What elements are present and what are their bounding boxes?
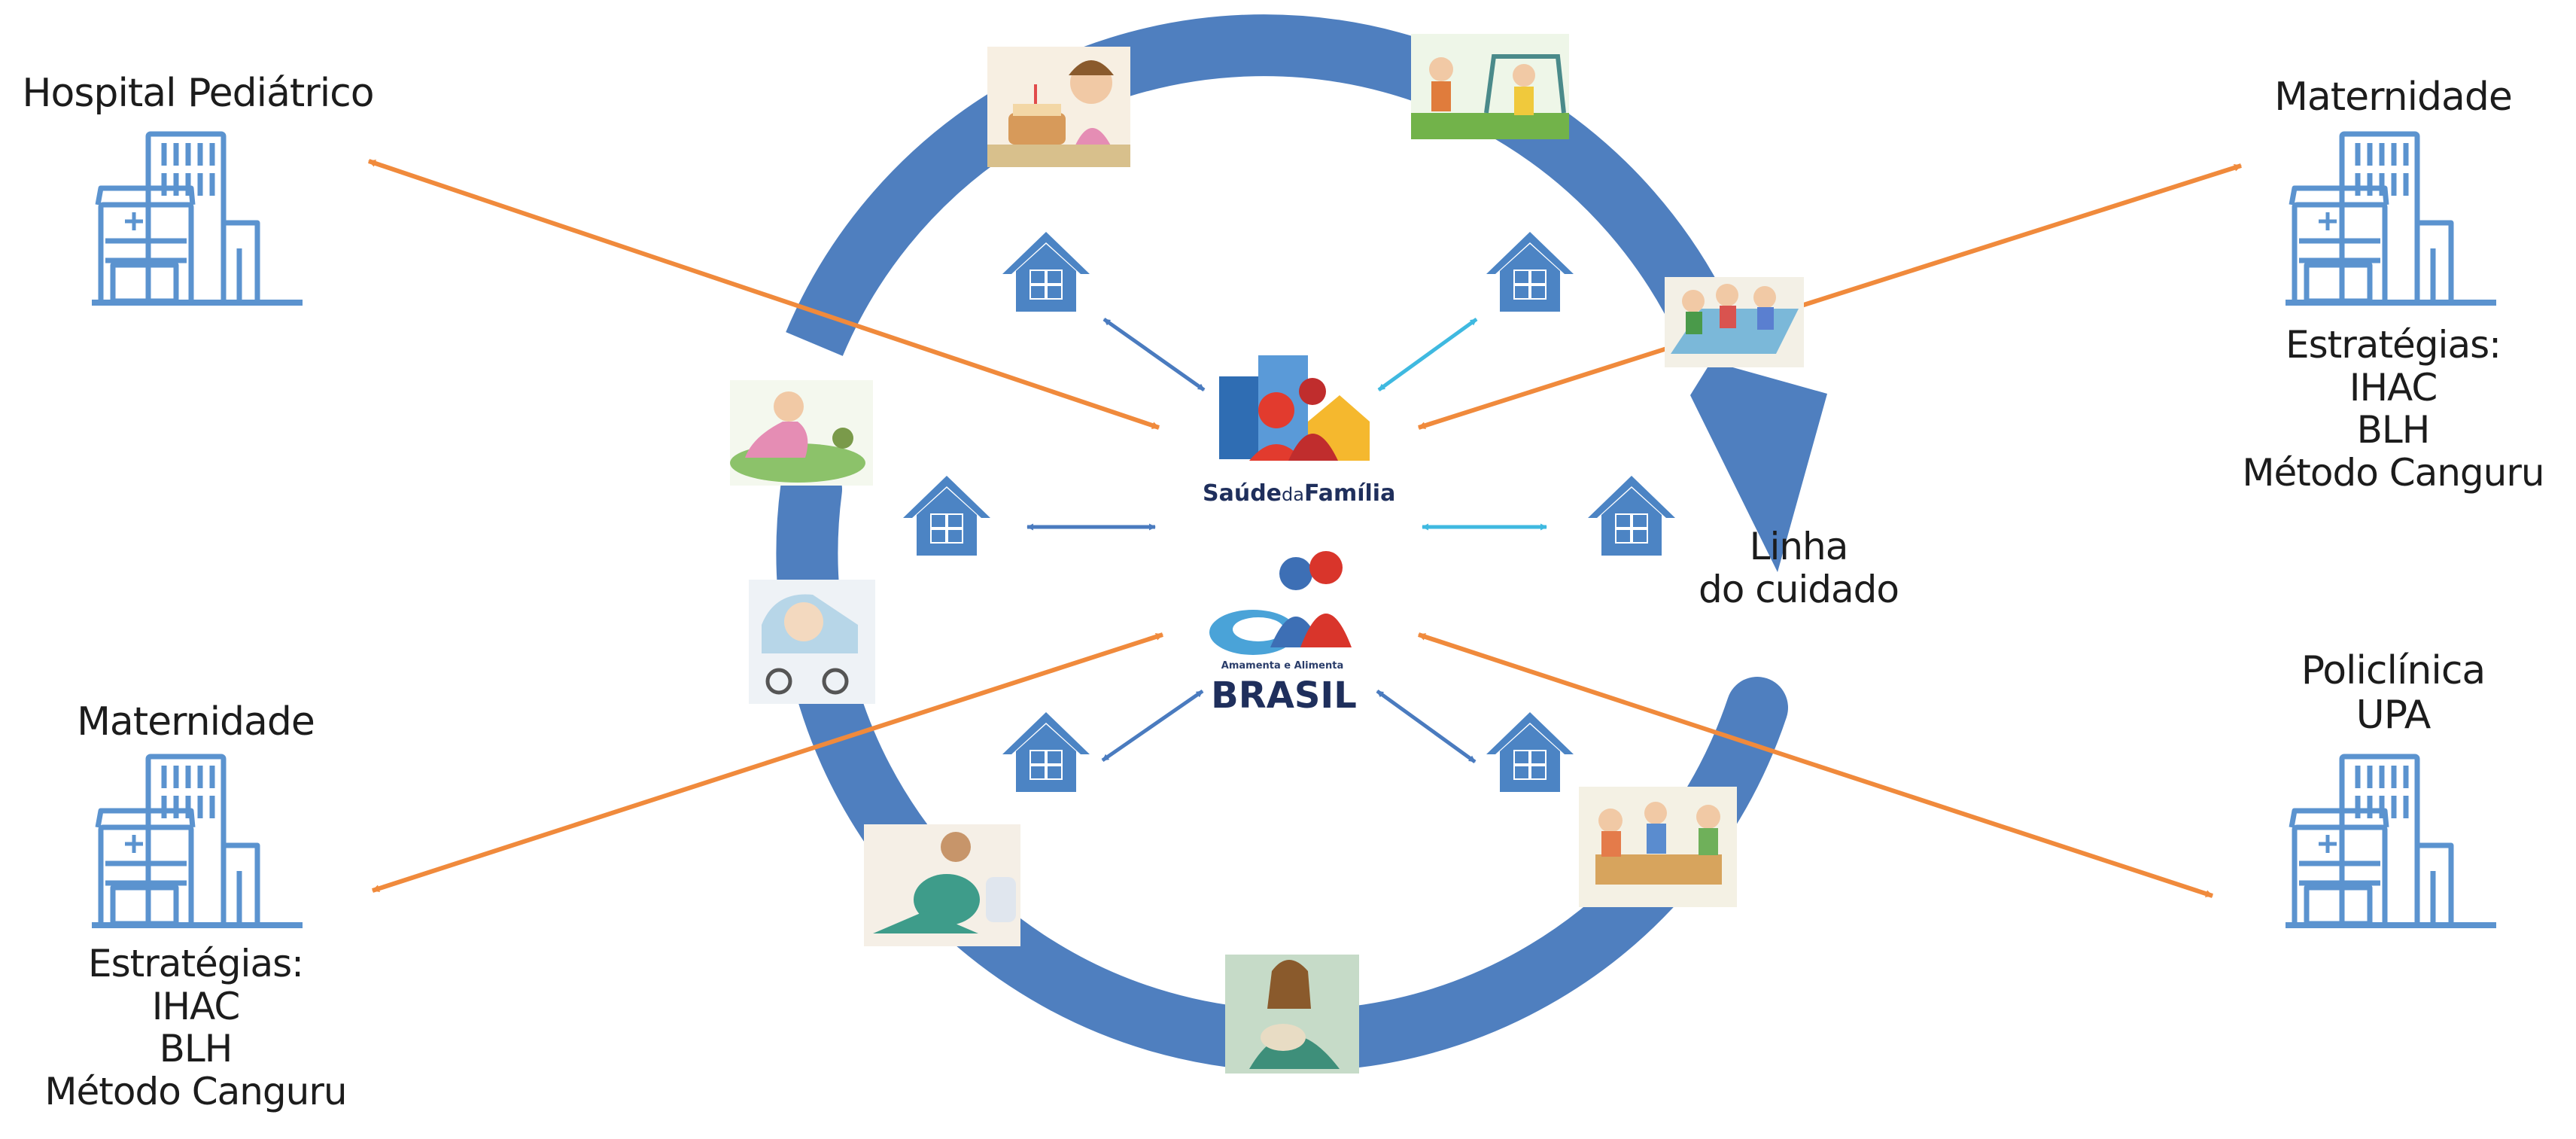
family-meal-image [1579,787,1737,907]
hospital-pediatrico-title: Hospital Pediátrico [22,71,374,116]
maternidade-right-strategies: Estratégias: IHAC BLH Método Canguru [2216,324,2570,494]
birthday-cake-child-image [987,47,1130,167]
do-cuidado-label: do cuidado [1698,567,1899,611]
saude-da-familia-logo: SaúdedaFamília [1203,355,1395,507]
house-icon [903,476,990,556]
logo-text-da: da [1282,484,1304,505]
strategies-heading: Estratégias: [88,942,304,985]
amamenta-brasil-logo: Amamenta e Alimenta BRASIL [1209,551,1357,717]
hospital-building-icon [2286,757,2496,925]
logo-text-familia: Família [1304,480,1395,507]
house-icon [1486,712,1574,792]
maternidade-right-title: Maternidade [2274,75,2513,120]
upa-title: UPA [2356,692,2432,738]
hospital-building-icon [2286,134,2496,303]
policlinica-title: Policlínica [2301,648,2486,693]
strategy-ihac: IHAC [2349,365,2438,410]
hospital-building-icon [92,757,303,925]
strategy-metodo-canguru: Método Canguru [2242,450,2544,495]
arrow-hospital-pediatrico [368,159,1160,430]
arrow-maternidade-right [1418,163,2242,430]
strategy-blh: BLH [2356,408,2431,452]
linha-label: Linha [1749,525,1849,568]
svg-text:SaúdedaFamília: SaúdedaFamília [1203,480,1395,507]
house-icon [1002,712,1090,792]
breastfeeding-mother-image [1225,955,1359,1074]
maternidade-left-strategies: Estratégias: IHAC BLH Método Canguru [19,943,373,1113]
maternidade-right-label: Maternidade [2235,75,2551,120]
strategy-ihac: IHAC [151,984,241,1028]
house-connections [1026,317,1547,764]
policlinica-label: Policlínica UPA [2250,649,2536,738]
logo-text-saude: Saúde [1203,480,1282,507]
pregnant-woman-image [864,824,1020,946]
children-playground-image [1411,34,1569,139]
logo-small-text: Amamenta e Alimenta [1221,660,1343,672]
crawling-baby-image [730,380,873,486]
logo-brasil-text: BRASIL [1211,675,1357,717]
house-icon [1486,232,1574,312]
maternidade-left-label: Maternidade [38,700,354,745]
facility-connections [368,159,2242,898]
strategy-metodo-canguru: Método Canguru [44,1069,347,1113]
hospital-pediatrico-label: Hospital Pediátrico [14,72,382,116]
house-icon [1002,232,1090,312]
maternidade-left-title: Maternidade [77,699,315,745]
baby-stroller-image [749,580,875,704]
arrow-policlinica [1418,632,2213,898]
arrow-maternidade-left [372,632,1163,893]
hospital-building-icon [92,134,303,303]
linha-do-cuidado-label: Linha do cuidado [1656,525,1942,611]
children-at-school-image [1665,277,1804,367]
strategies-heading: Estratégias: [2286,323,2501,367]
strategy-blh: BLH [159,1027,233,1070]
